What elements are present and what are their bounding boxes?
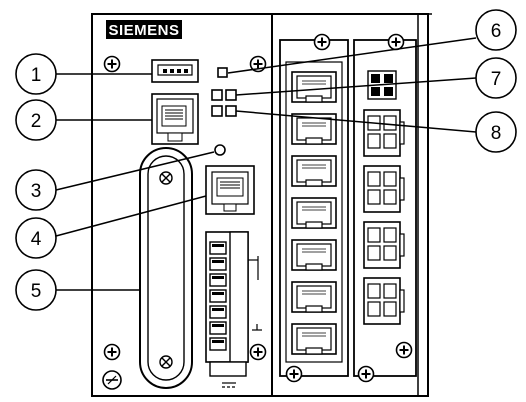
rj45-port — [291, 323, 337, 355]
fiber-module — [353, 33, 417, 383]
ethernet-module — [279, 33, 349, 383]
svg-text:3: 3 — [31, 181, 42, 202]
fiber-port — [363, 277, 405, 325]
brand-logo: SIEMENS — [106, 20, 182, 39]
screw-icon — [103, 343, 121, 361]
rj45-port — [291, 281, 337, 313]
screw-icon — [103, 55, 121, 73]
rj45-port — [291, 239, 337, 271]
screw-icon — [285, 365, 303, 383]
ethernet-port-main — [205, 165, 255, 215]
fiber-port — [363, 221, 405, 269]
svg-text:6: 6 — [491, 21, 502, 42]
led-indicator-icon — [217, 67, 228, 78]
svg-text:2: 2 — [31, 111, 42, 132]
ground-symbol-icon — [102, 370, 122, 390]
callout-8: 8 — [475, 111, 517, 153]
callout-5: 5 — [15, 269, 57, 311]
svg-text:1: 1 — [31, 65, 42, 86]
fiber-port — [363, 165, 405, 213]
screw-icon — [313, 33, 331, 51]
fiber-port — [363, 109, 405, 157]
screw-icon — [387, 33, 405, 51]
callout-1: 1 — [15, 53, 57, 95]
screw-icon — [249, 343, 267, 361]
screw-icon — [357, 365, 375, 383]
callout-3: 3 — [15, 169, 57, 211]
usb-port — [151, 59, 199, 83]
terminal-block — [205, 231, 262, 377]
callout-7: 7 — [475, 57, 517, 99]
callout-4: 4 — [15, 217, 57, 259]
rj45-port — [291, 71, 337, 103]
cable-handle — [139, 147, 193, 389]
rj45-port — [291, 155, 337, 187]
reset-button-hole — [214, 144, 226, 156]
brand-text: SIEMENS — [108, 22, 179, 39]
console-port — [151, 93, 199, 145]
callout-2: 2 — [15, 99, 57, 141]
svg-text:4: 4 — [31, 229, 42, 250]
rj45-port — [291, 197, 337, 229]
leader-lines — [55, 37, 477, 291]
screw-icon — [395, 341, 413, 359]
svg-text:5: 5 — [31, 281, 42, 302]
svg-text:8: 8 — [491, 123, 502, 144]
callout-6: 6 — [475, 9, 517, 51]
dc-symbol-icon — [222, 382, 236, 388]
svg-text:7: 7 — [491, 69, 502, 90]
